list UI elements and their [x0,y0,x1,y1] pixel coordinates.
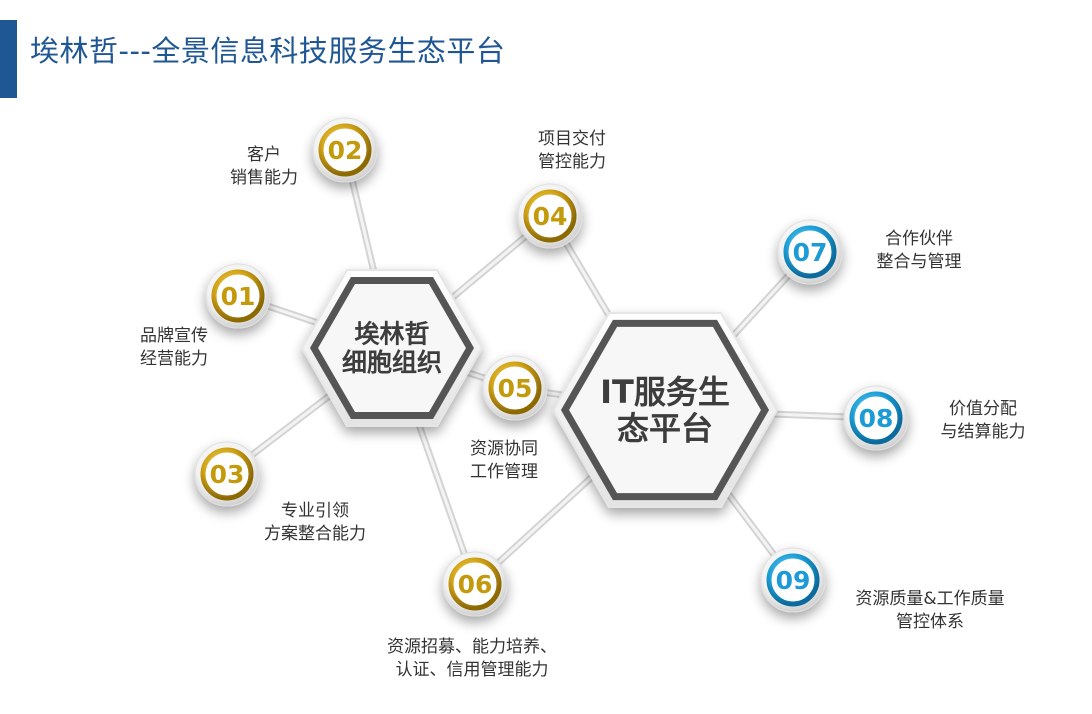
node-label-03-line1: 专业引领 [281,501,349,521]
title-accent-bar [0,20,17,98]
node-label-04-line1: 项目交付 [538,129,606,149]
hub-cell-title-line2: 细胞组织 [342,348,442,377]
page-title: 埃林哲---全景信息科技服务生态平台 [30,34,506,68]
node-07: 07 [777,219,843,285]
node-09: 09 [760,547,826,613]
node-label-02: 客户销售能力 [230,144,298,190]
node-label-02-line2: 销售能力 [230,168,298,188]
node-label-08: 价值分配与结算能力 [941,398,1026,444]
node-label-03: 专业引领方案整合能力 [264,500,366,546]
node-number-04: 04 [533,202,568,231]
node-01: 01 [205,263,271,329]
node-04: 04 [517,183,583,249]
node-label-07-line2: 整合与管理 [876,252,962,272]
node-number-07: 07 [793,238,828,267]
node-06: 06 [442,551,508,617]
node-label-08-line1: 价值分配 [949,399,1017,419]
node-03: 03 [194,441,260,507]
node-label-08-line2: 与结算能力 [940,422,1026,442]
node-number-01: 01 [221,282,256,311]
node-label-06: 资源招募、能力培养、认证、信用管理能力 [387,636,557,682]
hub-platform-title-line1: IT服务生 [600,373,730,411]
node-label-03-line2: 方案整合能力 [264,524,366,544]
node-label-05-line1: 资源协同 [470,439,538,459]
node-08: 08 [843,385,909,451]
node-label-05: 资源协同工作管理 [470,438,538,484]
node-05: 05 [482,355,548,421]
node-label-01: 品牌宣传经营能力 [140,325,208,371]
node-label-01-line2: 经营能力 [140,349,208,369]
node-number-08: 08 [859,404,894,433]
node-label-07: 合作伙伴整合与管理 [877,228,962,274]
node-02: 02 [312,117,378,183]
node-number-02: 02 [328,136,363,165]
node-label-06-line1: 资源招募、能力培养、 [387,637,557,657]
node-label-09-line1: 资源质量&工作质量 [855,589,1005,609]
node-label-04-line2: 管控能力 [538,152,606,172]
node-label-02-line1: 客户 [247,145,281,165]
node-number-05: 05 [498,374,533,403]
hub-platform-title-line2: 态平台 [617,410,713,448]
node-number-09: 09 [776,566,811,595]
node-label-01-line1: 品牌宣传 [140,326,208,346]
node-number-03: 03 [210,460,245,489]
hub-cell-title-line1: 埃林哲 [354,319,429,348]
node-label-05-line2: 工作管理 [470,462,538,482]
node-label-09-line2: 管控体系 [895,612,964,632]
node-number-06: 06 [458,570,493,599]
node-label-04: 项目交付管控能力 [538,128,606,174]
node-label-09: 资源质量&工作质量管控体系 [855,588,1004,634]
node-label-06-line2: 认证、信用管理能力 [395,660,549,680]
node-label-07-line1: 合作伙伴 [885,229,953,249]
